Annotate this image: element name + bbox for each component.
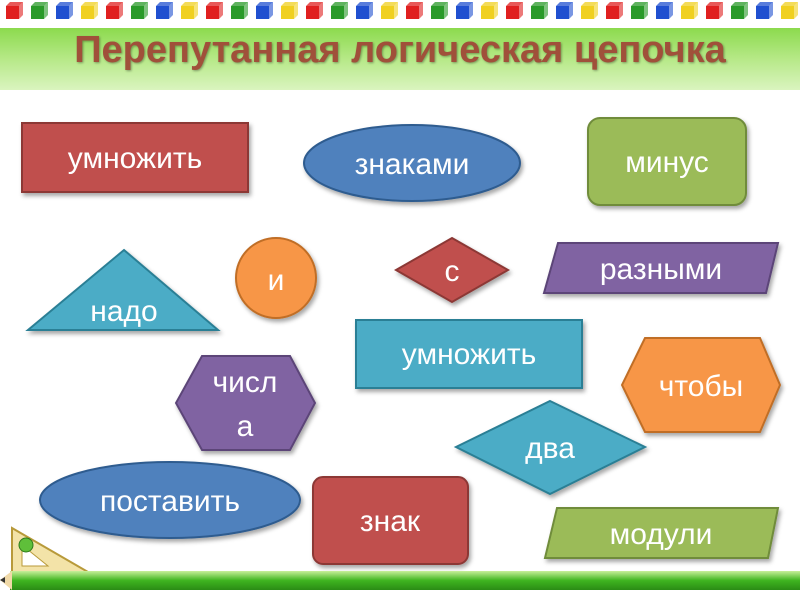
word-i-label: и	[268, 264, 285, 297]
cube-icon	[231, 2, 248, 19]
cube-icon	[556, 2, 573, 19]
cube-icon	[531, 2, 548, 19]
cube-icon	[356, 2, 373, 19]
cube-icon	[581, 2, 598, 19]
cube-icon	[106, 2, 123, 19]
cube-icon	[481, 2, 498, 19]
cube-icon	[131, 2, 148, 19]
pencil-stripe-decoration	[0, 571, 800, 590]
word-i-circle[interactable]: и	[235, 237, 317, 319]
word-nado-triangle[interactable]: надо	[25, 248, 221, 331]
cube-icon	[631, 2, 648, 19]
word-minus-label: минус	[625, 146, 709, 179]
word-chisla-label-line1: числ	[213, 366, 278, 399]
word-moduli-parallelogram[interactable]: модули	[543, 507, 780, 559]
word-postavit-label: поставить	[100, 485, 240, 518]
word-umnozhit-2-label: умножить	[402, 338, 536, 371]
cube-icon	[306, 2, 323, 19]
title-band	[0, 28, 800, 90]
cube-icon	[381, 2, 398, 19]
word-moduli-label: модули	[610, 518, 713, 551]
cube-icon	[31, 2, 48, 19]
word-postavit-ellipse[interactable]: поставить	[39, 461, 301, 539]
word-raznymi-parallelogram[interactable]: разными	[542, 242, 780, 294]
ruler-triangle-icon	[11, 526, 92, 573]
word-raznymi-label: разными	[600, 253, 722, 286]
cube-icon	[256, 2, 273, 19]
cube-icon	[706, 2, 723, 19]
cube-icon	[756, 2, 773, 19]
word-minus-rounded[interactable]: минус	[587, 117, 747, 206]
word-chisla-hexagon[interactable]: числ а	[174, 355, 317, 451]
cube-icon	[506, 2, 523, 19]
cube-icon	[6, 2, 23, 19]
word-znakami-ellipse[interactable]: знаками	[303, 124, 521, 202]
word-nado-label: надо	[90, 295, 157, 328]
cube-icon	[456, 2, 473, 19]
word-umnozhit-rect-2[interactable]: умножить	[355, 319, 583, 389]
word-s-diamond[interactable]: с	[393, 236, 511, 304]
slide-title: Перепутанная логическая цепочка	[74, 29, 726, 71]
cube-icon	[56, 2, 73, 19]
word-chisla-label-line2: а	[237, 410, 254, 443]
word-s-label: с	[445, 255, 460, 288]
cube-icon	[331, 2, 348, 19]
cube-icon	[731, 2, 748, 19]
cube-icon	[431, 2, 448, 19]
word-umnozhit-rect[interactable]: умножить	[21, 122, 249, 193]
cube-icon	[156, 2, 173, 19]
cube-icon	[206, 2, 223, 19]
word-znakami-label: знаками	[355, 148, 470, 181]
cube-icon	[656, 2, 673, 19]
cube-border-decoration	[6, 2, 798, 19]
word-umnozhit-label: умножить	[68, 142, 202, 175]
word-znak-label: знак	[360, 505, 421, 538]
cube-icon	[406, 2, 423, 19]
word-dva-label: два	[525, 432, 575, 465]
cube-icon	[81, 2, 98, 19]
cube-icon	[681, 2, 698, 19]
word-dva-diamond[interactable]: два	[453, 399, 648, 496]
cube-icon	[781, 2, 798, 19]
cube-icon	[181, 2, 198, 19]
word-znak-rounded[interactable]: знак	[312, 476, 469, 565]
word-chtoby-label: чтобы	[659, 370, 743, 403]
cube-icon	[606, 2, 623, 19]
cube-icon	[281, 2, 298, 19]
word-chtoby-hexagon[interactable]: чтобы	[620, 337, 782, 433]
